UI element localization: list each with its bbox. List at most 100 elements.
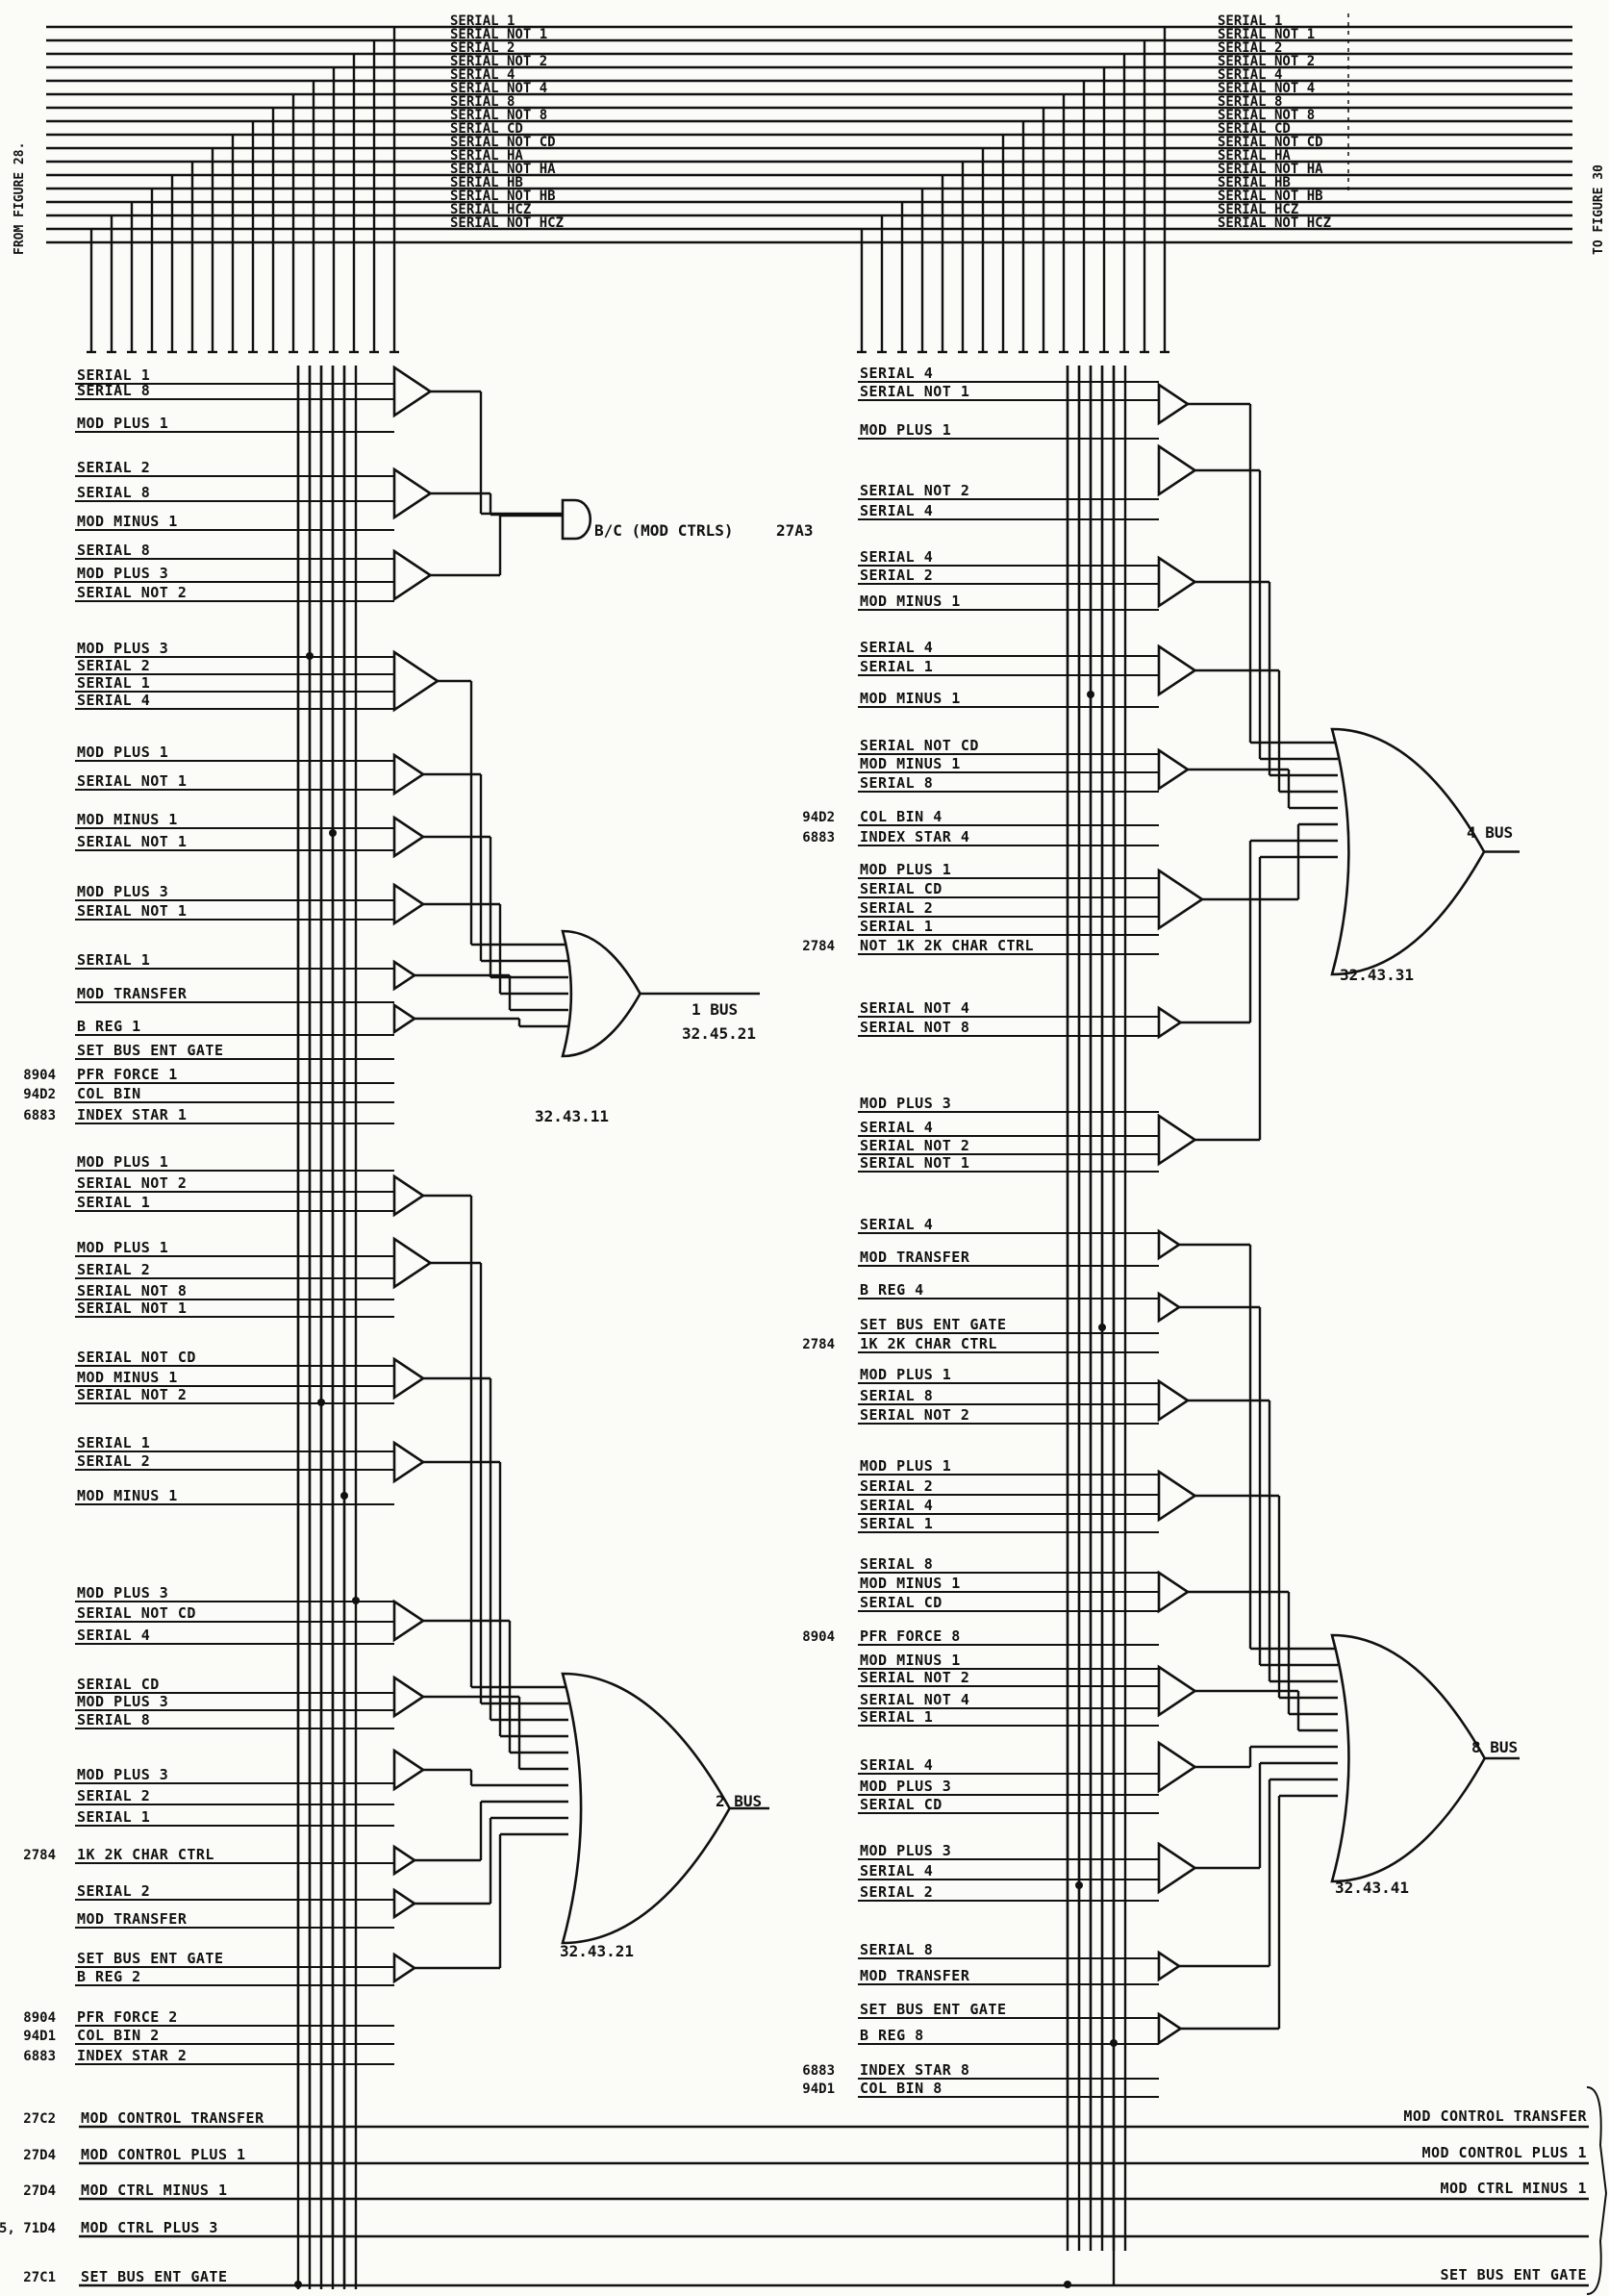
left-input-label: SERIAL NOT CD bbox=[77, 1604, 196, 1622]
junction-dot bbox=[352, 1597, 360, 1604]
right-input-label: SERIAL 4 bbox=[860, 639, 933, 656]
bus-label-right: SERIAL HCZ bbox=[1218, 202, 1298, 217]
left-input-label: SERIAL NOT 2 bbox=[77, 1174, 187, 1192]
control-label-left: SET BUS ENT GATE bbox=[81, 2268, 228, 2285]
control-label-left: MOD CONTROL PLUS 1 bbox=[81, 2146, 246, 2163]
right-input-label: SERIAL 8 bbox=[860, 774, 933, 792]
left-input-label: SERIAL 1 bbox=[77, 1808, 150, 1826]
right-and-gate bbox=[1157, 1740, 1197, 1794]
left-input-ref: 6883 bbox=[23, 1108, 56, 1123]
left-input-label: MOD PLUS 3 bbox=[77, 1766, 168, 1783]
left-input-ref: 94D1 bbox=[23, 2029, 56, 2044]
right-input-label: INDEX STAR 4 bbox=[860, 828, 969, 845]
left-input-label: INDEX STAR 1 bbox=[77, 1106, 187, 1123]
right-input-label: B REG 4 bbox=[860, 1281, 924, 1299]
control-label-right: MOD CONTROL PLUS 1 bbox=[1421, 2144, 1587, 2161]
bus-label-left: SERIAL HB bbox=[450, 175, 523, 190]
left-input-label: INDEX STAR 2 bbox=[77, 2047, 187, 2064]
right-input-label: SERIAL NOT 4 bbox=[860, 999, 969, 1017]
left-input-label: B REG 1 bbox=[77, 1018, 141, 1035]
right-input-label: SERIAL 2 bbox=[860, 567, 933, 584]
right-input-label: COL BIN 8 bbox=[860, 2080, 943, 2097]
left-input-label: SERIAL 2 bbox=[77, 1787, 150, 1804]
left-input-label: MOD PLUS 1 bbox=[77, 744, 168, 761]
right-input-ref: 94D2 bbox=[802, 810, 835, 825]
right-input-label: MOD MINUS 1 bbox=[860, 593, 961, 610]
left-input-label: MOD PLUS 1 bbox=[77, 1153, 168, 1171]
right-and-gate bbox=[1157, 1291, 1182, 1324]
right-input-label: MOD PLUS 1 bbox=[860, 1457, 951, 1475]
left-input-label: SERIAL 8 bbox=[77, 542, 150, 559]
left-input-label: MOD PLUS 1 bbox=[77, 1239, 168, 1256]
junction-dot bbox=[1110, 2039, 1118, 2047]
left-input-label: SERIAL 8 bbox=[77, 484, 150, 501]
right-input-label: SERIAL 4 bbox=[860, 502, 933, 519]
left-input-label: SERIAL 4 bbox=[77, 692, 150, 709]
bus-label-left: SERIAL HA bbox=[450, 148, 523, 164]
left-input-label: MOD PLUS 3 bbox=[77, 640, 168, 657]
control-label-right: MOD CTRL MINUS 1 bbox=[1441, 2180, 1588, 2197]
junction-dots bbox=[294, 652, 1118, 2288]
bus-label-left: SERIAL NOT 1 bbox=[450, 27, 547, 42]
left-input-label: PFR FORCE 1 bbox=[77, 1066, 178, 1083]
right-input-label: NOT 1K 2K CHAR CTRL bbox=[860, 937, 1034, 954]
bus1-gate-ref: 32.43.11 bbox=[535, 1107, 609, 1125]
bus-label-right: SERIAL CD bbox=[1218, 121, 1291, 137]
control-label-left: MOD CTRL PLUS 3 bbox=[81, 2219, 218, 2236]
left-input-label: SERIAL 2 bbox=[77, 1452, 150, 1470]
bus-label-right: SERIAL NOT HA bbox=[1218, 162, 1323, 177]
right-input-label: SERIAL 8 bbox=[860, 1555, 933, 1573]
right-and-gate bbox=[1157, 1113, 1197, 1167]
left-input-label: SERIAL 8 bbox=[77, 1711, 150, 1728]
left-and-gate bbox=[392, 882, 426, 926]
right-input-label: INDEX STAR 8 bbox=[860, 2061, 969, 2079]
right-input-label: MOD MINUS 1 bbox=[860, 690, 961, 707]
bus-label-right: SERIAL 4 bbox=[1218, 67, 1282, 83]
bus4-gate-ref: 32.43.31 bbox=[1340, 966, 1414, 984]
left-input-label: SERIAL 2 bbox=[77, 657, 150, 674]
left-input-label: PFR FORCE 2 bbox=[77, 2008, 178, 2026]
bus-label-left: SERIAL NOT HCZ bbox=[450, 215, 564, 231]
left-input-label: COL BIN bbox=[77, 1085, 141, 1102]
bc-output-label: B/C (MOD CTRLS) bbox=[594, 521, 734, 540]
right-input-label: SERIAL 8 bbox=[860, 1387, 933, 1404]
from-figure-label: FROM FIGURE 28. bbox=[13, 142, 27, 255]
right-input-label: SERIAL 4 bbox=[860, 365, 933, 382]
right-input-label: MOD PLUS 1 bbox=[860, 421, 951, 439]
right-input-label: SERIAL 4 bbox=[860, 1119, 933, 1136]
right-input-label: SERIAL 8 bbox=[860, 1941, 933, 1958]
right-and-gate bbox=[1157, 1378, 1191, 1423]
bus-label-left: SERIAL NOT HA bbox=[450, 162, 556, 177]
left-and-gate bbox=[392, 548, 433, 602]
bus-label-left: SERIAL NOT 2 bbox=[450, 54, 547, 69]
bus8-gate-ref: 32.43.41 bbox=[1335, 1879, 1409, 1897]
right-input-ref: 6883 bbox=[802, 2063, 835, 2079]
left-input-label: SERIAL 8 bbox=[77, 382, 150, 399]
bus-label-right: SERIAL NOT 2 bbox=[1218, 54, 1315, 69]
right-input-ref: 6883 bbox=[802, 830, 835, 845]
bus-label-left: SERIAL 2 bbox=[450, 40, 515, 56]
right-and-gate bbox=[1157, 643, 1197, 697]
right-and-gate bbox=[1157, 1469, 1197, 1523]
right-and-gate bbox=[1157, 868, 1205, 931]
junction-dot bbox=[317, 1399, 325, 1406]
control-label-right: SET BUS ENT GATE bbox=[1441, 2266, 1588, 2283]
left-and-gate bbox=[392, 1887, 417, 1920]
left-input-label: MOD MINUS 1 bbox=[77, 1369, 178, 1386]
left-input-label: MOD PLUS 3 bbox=[77, 883, 168, 900]
left-input-label: SERIAL 2 bbox=[77, 1261, 150, 1278]
left-input-label: MOD PLUS 3 bbox=[77, 1584, 168, 1602]
bus-label-left: SERIAL HCZ bbox=[450, 202, 531, 217]
bus-label-right: SERIAL NOT 4 bbox=[1218, 81, 1315, 96]
bus8-output-label: 8 BUS bbox=[1471, 1738, 1518, 1756]
left-and-gate bbox=[392, 1440, 426, 1484]
junction-dot bbox=[329, 829, 337, 837]
left-input-label: MOD PLUS 3 bbox=[77, 1693, 168, 1710]
left-and-gate bbox=[392, 467, 433, 520]
bus1-output-label: 1 BUS bbox=[691, 1000, 738, 1019]
junction-dot bbox=[1087, 691, 1094, 698]
left-input-label: COL BIN 2 bbox=[77, 2027, 160, 2044]
